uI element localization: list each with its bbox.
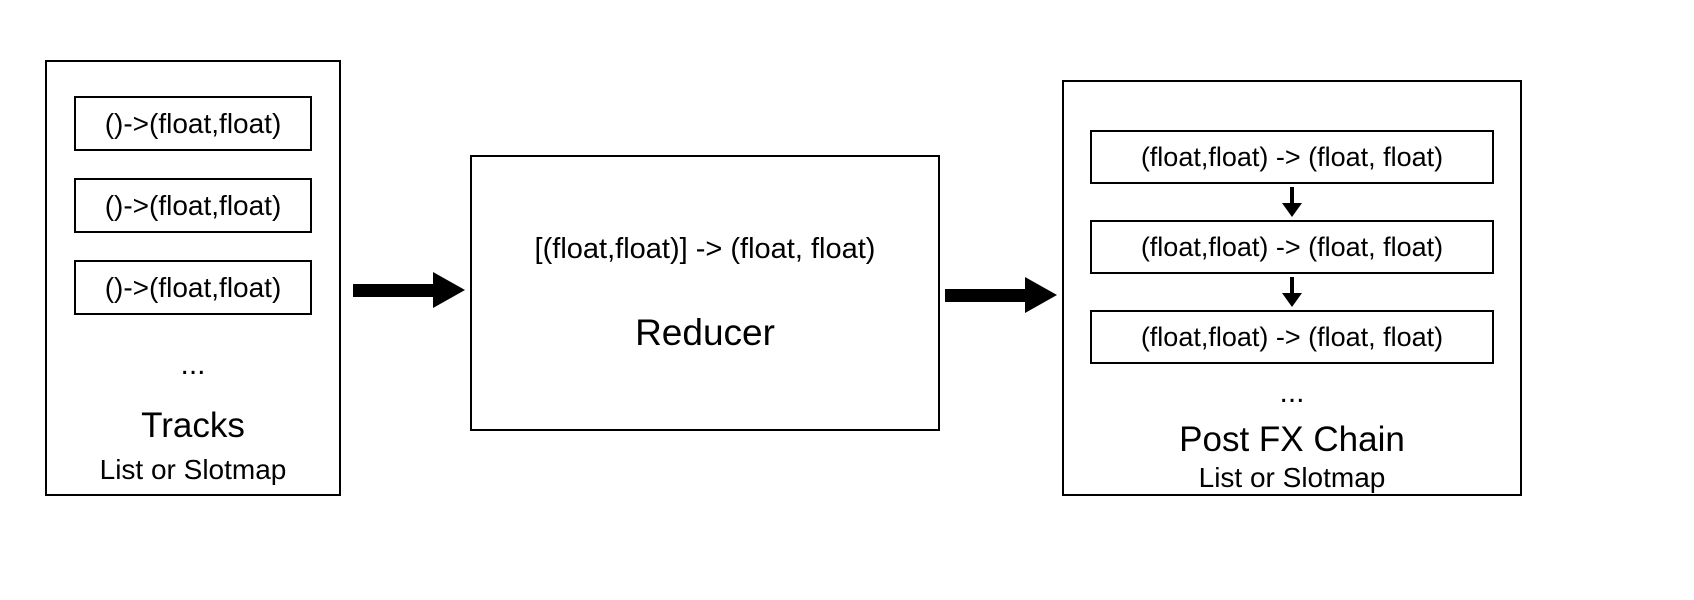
reducer-container: [(float,float)] -> (float, float) Reduce…	[470, 155, 940, 431]
arrow-shaft	[353, 283, 433, 297]
tracks-title: Tracks	[141, 406, 245, 445]
flow-arrow-tracks-to-reducer-icon	[353, 272, 465, 308]
reducer-title: Reducer	[635, 311, 775, 353]
track-signature: ()->(float,float)	[104, 107, 282, 139]
arrow-head	[1282, 293, 1302, 307]
chain-arrow-down-icon	[1282, 187, 1302, 217]
arrow-head	[1025, 277, 1057, 313]
track-item: ()->(float,float)	[74, 260, 312, 315]
fx-item: (float,float) -> (float, float)	[1090, 310, 1494, 364]
track-signature: ()->(float,float)	[104, 189, 282, 221]
chain-arrow-down-icon	[1282, 277, 1302, 307]
postfx-container: (float,float) -> (float, float) (float,f…	[1062, 80, 1522, 496]
fx-signature: (float,float) -> (float, float)	[1140, 321, 1444, 352]
flow-arrow-reducer-to-postfx-icon	[945, 277, 1057, 313]
track-signature: ()->(float,float)	[104, 271, 282, 303]
arrow-head	[1282, 203, 1302, 217]
fx-signature: (float,float) -> (float, float)	[1140, 141, 1444, 172]
tracks-container: ()->(float,float) ()->(float,float) ()->…	[45, 60, 341, 496]
postfx-subtitle: List or Slotmap	[1198, 462, 1386, 493]
reducer-signature: [(float,float)] -> (float, float)	[534, 232, 876, 265]
fx-signature: (float,float) -> (float, float)	[1140, 231, 1444, 262]
track-item: ()->(float,float)	[74, 178, 312, 233]
arrow-shaft	[945, 288, 1025, 302]
track-item: ()->(float,float)	[74, 96, 312, 151]
fx-item: (float,float) -> (float, float)	[1090, 130, 1494, 184]
arrow-shaft	[1290, 277, 1294, 293]
tracks-ellipsis: ...	[180, 348, 206, 381]
arrow-head	[433, 272, 465, 308]
fx-item: (float,float) -> (float, float)	[1090, 220, 1494, 274]
arrow-shaft	[1290, 187, 1294, 203]
postfx-ellipsis: ...	[1279, 376, 1305, 409]
postfx-title: Post FX Chain	[1179, 420, 1405, 459]
tracks-subtitle: List or Slotmap	[99, 454, 287, 485]
